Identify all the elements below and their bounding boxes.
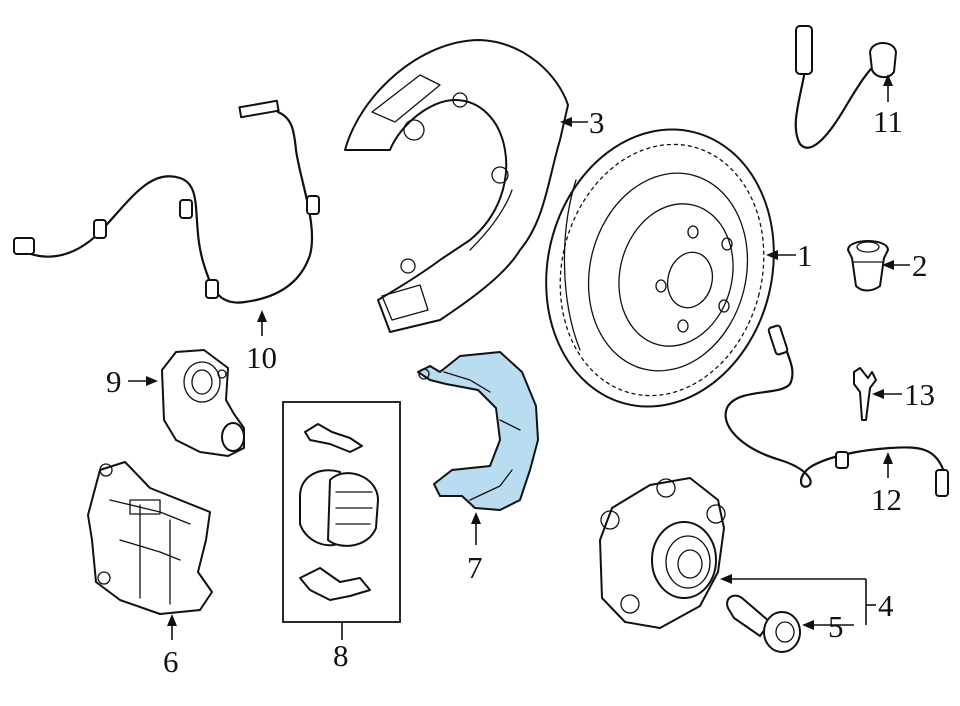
callout-6: 6 [163, 644, 179, 679]
callout-4: 4 [878, 588, 894, 623]
callout-1: 1 [797, 238, 813, 273]
brake-pad-kit[interactable] [282, 401, 401, 623]
callout-11: 11 [873, 104, 903, 139]
parking-brake-actuator[interactable] [161, 349, 245, 457]
brake-caliper[interactable] [87, 461, 213, 615]
pad-wear-sensor[interactable] [794, 25, 897, 149]
callout-13: 13 [904, 377, 935, 412]
abs-sensor-right[interactable] [724, 324, 949, 497]
brake-rotor[interactable] [517, 105, 802, 431]
callout-5: 5 [828, 609, 844, 644]
dust-shield[interactable] [344, 39, 569, 333]
caliper-mounting-bracket[interactable] [417, 351, 539, 511]
hub-bolt[interactable] [726, 594, 801, 653]
callout-7: 7 [467, 550, 483, 585]
callout-12: 12 [871, 482, 902, 517]
callout-2: 2 [912, 248, 928, 283]
callout-10: 10 [246, 340, 277, 375]
callout-3: 3 [589, 105, 605, 140]
callout-8: 8 [333, 638, 349, 673]
abs-sensor-left[interactable] [13, 99, 320, 304]
caliper-bracket-body [417, 351, 539, 511]
leader-lines [128, 74, 910, 640]
callout-labels: 1 2 3 4 5 6 7 8 9 10 11 12 13 [106, 104, 935, 679]
wheel-hub-bearing[interactable] [599, 477, 726, 629]
sensor-clip[interactable] [853, 367, 877, 421]
lug-bolt[interactable] [847, 240, 889, 292]
callout-9: 9 [106, 364, 122, 399]
